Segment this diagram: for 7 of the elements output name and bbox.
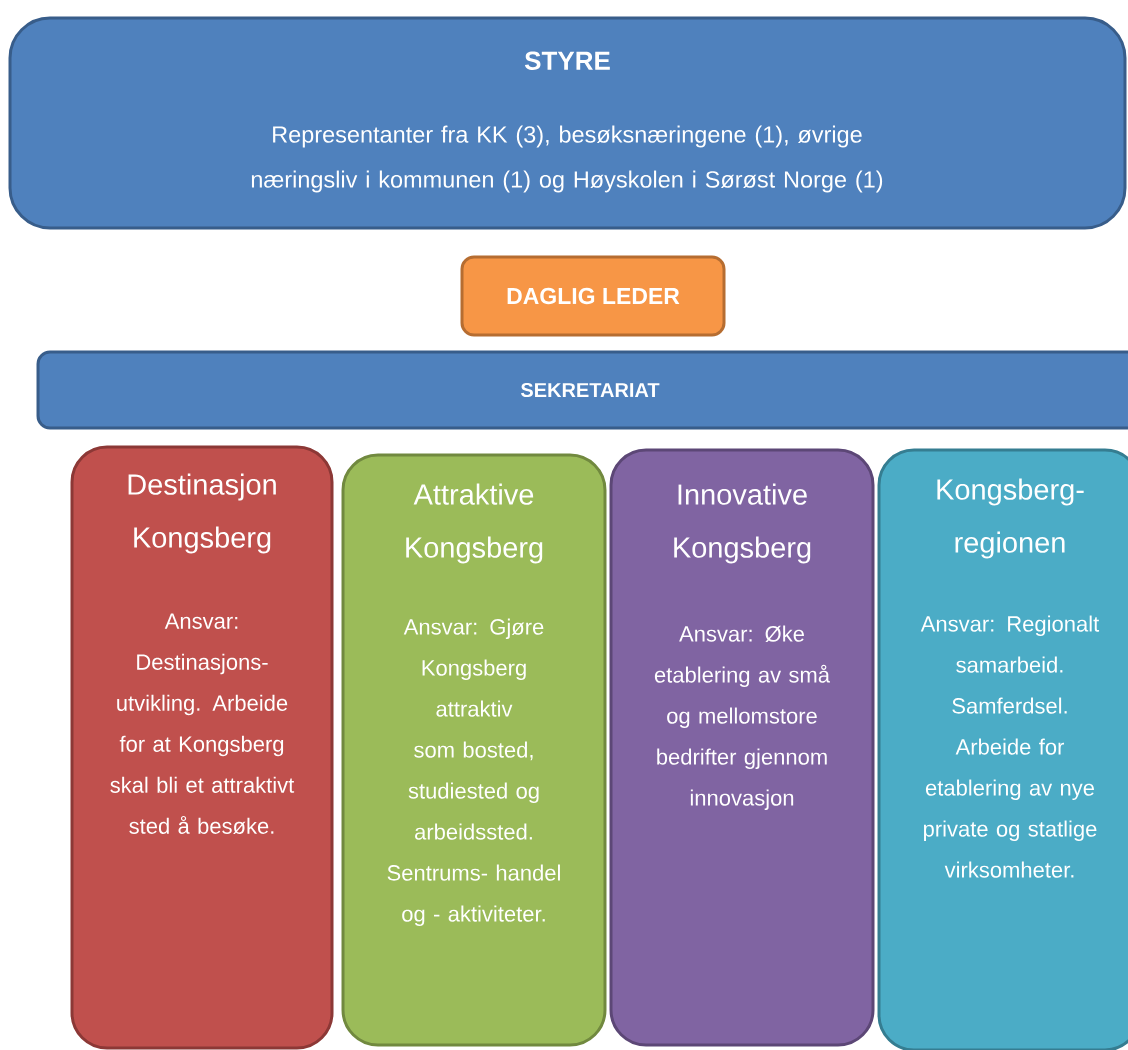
column-box: Attraktive Kongsberg Ansvar: Gjøre Kongsberg attraktiv som bosted, studiested og arbeidssted. Sentrums- handel og - aktiviteter.	[341, 453, 607, 1047]
manager-box: DAGLIG LEDER	[460, 255, 726, 337]
column-box: Innovative Kongsberg Ansvar: Øke etablering av små og mellomstore bedrifter gjennom innovasjon	[609, 448, 875, 1047]
column-box: Destinasjon Kongsberg Ansvar: Destinasjons- utvikling. Arbeide for at Kongsberg skal bli et attraktivt sted å besøke.	[70, 445, 334, 1050]
secretariat-bar: SEKRETARIAT	[36, 350, 1128, 430]
board-box: STYRE Representanter fra KK (3), besøksnæringene (1), øvrige næringsliv i kommunen (1) og Høyskolen i Sørøst Norge (1)	[8, 16, 1127, 230]
column-box: Kongsberg- regionen Ansvar: Regionalt samarbeid. Samferdsel. Arbeide for etablering av nye private og statlige virksomheter.	[877, 448, 1128, 1050]
